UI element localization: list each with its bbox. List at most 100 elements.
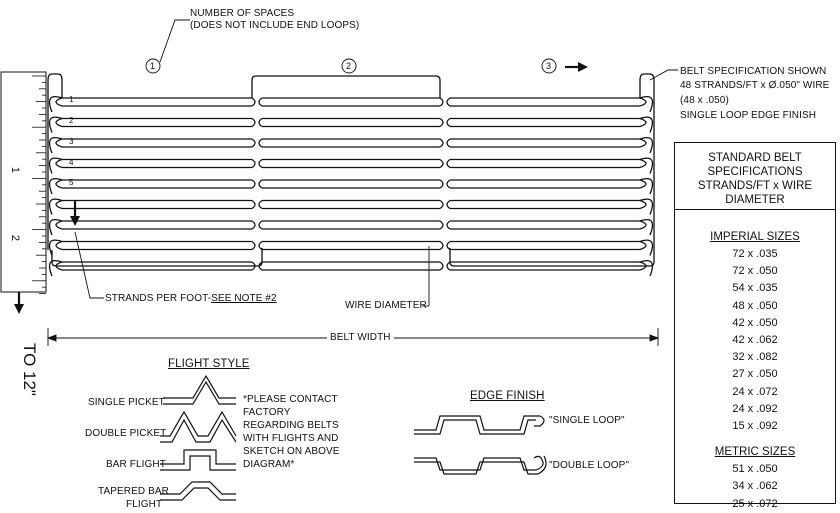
- single-picket-sketch: [163, 380, 236, 405]
- edge-double-loop: "DOUBLE LOOP": [549, 460, 630, 471]
- strand-number: 4: [69, 158, 74, 167]
- strand-number: 3: [69, 137, 74, 146]
- space-number-1: 1: [150, 61, 156, 71]
- flight-note-1: *PLEASE CONTACT: [243, 394, 338, 405]
- to-12-label: TO 12": [20, 343, 39, 396]
- flight-single-picket: SINGLE PICKET: [88, 397, 165, 408]
- ruler-mark-2: 2: [9, 234, 22, 242]
- edge-single-loop: "SINGLE LOOP": [549, 415, 625, 426]
- imperial-sizes-list: 72 x .035 72 x .050 54 x .035 48 x .050 42 x…: [675, 246, 835, 435]
- size-row: 27 x .050: [732, 368, 778, 381]
- left-end-loop: [48, 198, 63, 215]
- size-row: 24 x .072: [732, 385, 778, 398]
- left-end-loop: [48, 177, 63, 195]
- right-end-loop: [639, 177, 654, 195]
- space-number-2: 2: [346, 61, 352, 71]
- space-number-3: 3: [546, 61, 552, 71]
- crimp-loop: [251, 261, 263, 271]
- size-row: 54 x .035: [732, 282, 778, 295]
- strands-wire-label: 48 STRANDS/FT x Ø.050" WIRE: [680, 80, 830, 91]
- belt-bottom-right: [449, 248, 655, 267]
- right-end-loop: [639, 198, 654, 215]
- right-end-loop: [639, 116, 654, 133]
- double-picket-sketch: [160, 410, 237, 437]
- right-end-loop: [639, 136, 654, 154]
- crimp-loop: [439, 179, 451, 189]
- single-loop-sketch: [414, 415, 545, 431]
- single-loop-edge-label: SINGLE LOOP EDGE FINISH: [680, 110, 817, 121]
- flight-style-title: FLIGHT STYLE: [168, 358, 250, 370]
- ruler-mark-1: 1: [9, 166, 22, 174]
- imperial-sizes-title: IMPERIAL SIZES: [710, 231, 800, 243]
- double-loop-sketch: [414, 455, 547, 475]
- left-end-loop: [48, 116, 63, 133]
- right-end-loop: [639, 239, 654, 256]
- belt-bottom-left: [51, 248, 263, 267]
- crimp-loop: [439, 261, 451, 271]
- metric-sizes-title: METRIC SIZES: [714, 446, 796, 459]
- crimp-loop: [439, 117, 451, 128]
- edge-finish-title: EDGE FINISH: [470, 390, 545, 402]
- spec-title-3: STRANDS/FT x WIRE DIAMETER: [697, 180, 813, 206]
- left-end-loop: [48, 136, 63, 154]
- belt: [47, 73, 655, 277]
- size-row: 48 x .050: [732, 299, 778, 312]
- flight-note-3: REGARDING BELTS: [243, 420, 339, 431]
- spec-title-2: SPECIFICATIONS: [707, 166, 803, 178]
- standard-belt-spec-table: STANDARD BELT SPECIFICATIONS STRANDS/FT …: [674, 142, 836, 510]
- belt-spec-shown-label: BELT SPECIFICATION SHOWN: [680, 66, 827, 77]
- flight-tapered-bar-2: FLIGHT: [126, 499, 163, 510]
- flight-note-5: SKETCH ON ABOVE: [243, 446, 340, 457]
- size-row: 15 x .092: [732, 420, 778, 433]
- flight-style-sketches: [160, 374, 237, 501]
- crimp-loop: [251, 220, 263, 230]
- tapered-bar-sketch: [160, 487, 236, 501]
- size-row: 42 x .050: [732, 316, 778, 329]
- flight-note-6: DIAGRAM*: [243, 459, 295, 470]
- edge-finish-sketches: [414, 415, 547, 475]
- size-row: 34 x .062: [732, 480, 778, 493]
- right-end-loop: [639, 157, 654, 174]
- crimp-loop: [251, 179, 263, 189]
- spec-divider: [675, 209, 835, 210]
- left-end-loop: [48, 95, 63, 113]
- size-row: 24 x .092: [732, 402, 778, 415]
- crimp-loop: [439, 158, 451, 169]
- crimp-loop: [439, 220, 451, 230]
- left-end-loop: [48, 239, 63, 256]
- crimp-loop: [439, 199, 451, 210]
- size-row: 72 x .035: [732, 248, 778, 260]
- strands-per-foot-text: STRANDS PER FOOT-: [105, 293, 212, 304]
- belt-width-label: BELT WIDTH: [327, 332, 394, 344]
- size-row: 72 x .050: [732, 265, 778, 278]
- flight-note-4: WITH FLIGHTS AND: [243, 433, 339, 444]
- right-end-loop: [639, 259, 654, 277]
- right-end-loop: [639, 95, 654, 113]
- bar-flight-sketch: [160, 455, 236, 471]
- wire-diameter-label: WIRE DIAMETER: [345, 300, 427, 311]
- flight-tapered-bar: TAPERED BAR: [98, 486, 169, 497]
- size-row: 51 x .050: [732, 463, 778, 476]
- crimp-loop: [251, 97, 263, 107]
- ruler-ticks: [32, 75, 46, 295]
- crimp-loop: [251, 158, 263, 169]
- double-picket-sketch: [160, 418, 237, 443]
- strands-per-foot-label: STRANDS PER FOOT-SEE NOTE #2: [105, 293, 277, 305]
- number-of-spaces-label: NUMBER OF SPACES: [190, 8, 295, 19]
- crimp-loop: [439, 240, 451, 251]
- spec-title-1: STANDARD BELT: [708, 152, 802, 164]
- flight-note-2: FACTORY: [243, 407, 291, 418]
- flight-double-picket: DOUBLE PICKET: [85, 428, 167, 439]
- crimp-loop: [251, 199, 263, 210]
- flight-bar: BAR FLIGHT: [106, 459, 166, 470]
- size-row: 32 x .082: [732, 351, 778, 364]
- arrows: [14, 62, 588, 314]
- strand-number: 1: [69, 95, 74, 104]
- crimp-loop: [439, 138, 451, 148]
- crimp-loop: [439, 97, 451, 107]
- size-row: 42 x .062: [732, 334, 778, 347]
- end-loops-note: (DOES NOT INCLUDE END LOOPS): [190, 20, 360, 31]
- single-loop-sketch: [414, 419, 536, 435]
